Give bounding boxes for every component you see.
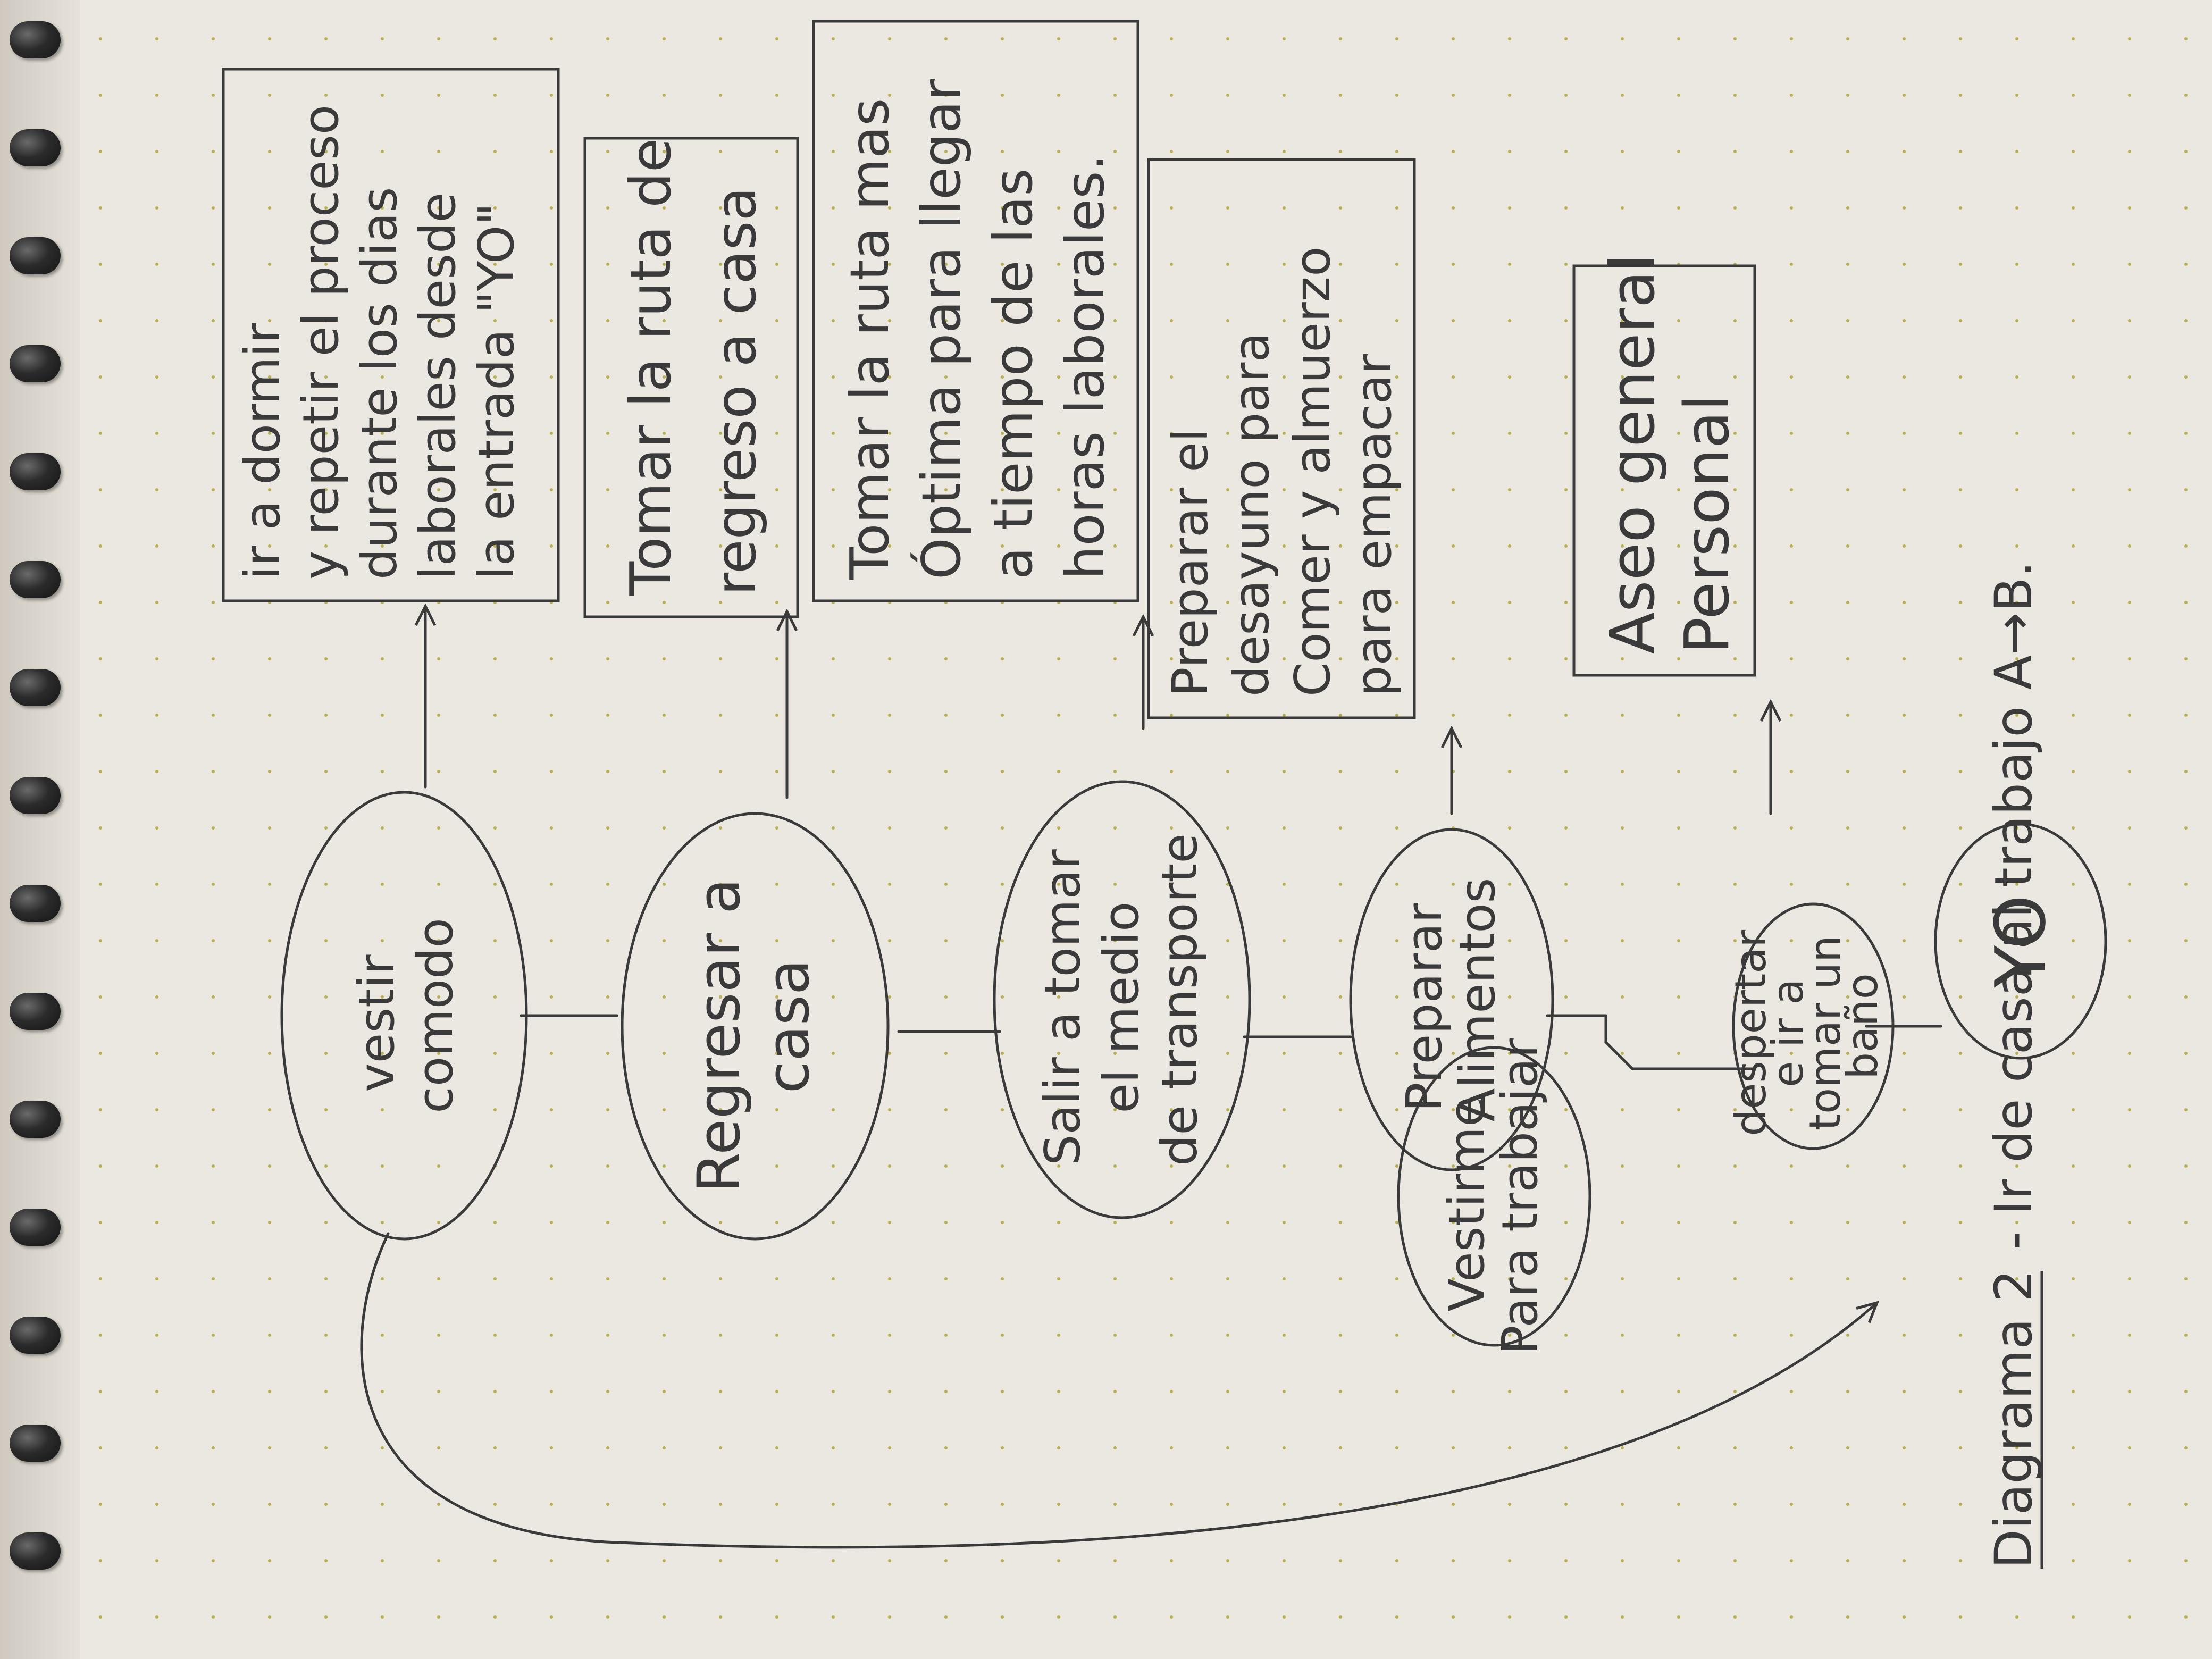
node-vestirme-line: Para trabajar <box>1492 1038 1548 1355</box>
spiral-ring <box>10 993 61 1030</box>
node-vestirme: Vestirme Para trabajar <box>1397 1038 1591 1355</box>
node-preparar-alimentos-line: Preparar <box>1396 903 1453 1112</box>
loop-arrow-to-yo <box>360 1232 1877 1549</box>
spiral-ring <box>10 345 61 382</box>
node-salir-line: el medio <box>1093 902 1150 1113</box>
node-vestir-comodo-text: vestir comodo <box>348 918 464 1113</box>
box-tomar-regreso: Tomar la ruta de regreso a casa <box>583 120 799 618</box>
box-preparar-desayuno-line: Preparar el <box>1162 429 1219 697</box>
box-aseo-line: Aseo general <box>1597 254 1669 654</box>
node-regresar-shape <box>621 812 890 1241</box>
node-regresar-line: Regresar a <box>685 878 753 1193</box>
spiral-ring <box>10 21 61 58</box>
node-vestir-comodo-line: vestir <box>348 954 405 1092</box>
node-despertar-text: despertar e ir a tomar un baño <box>1726 916 1887 1136</box>
box-ir-dormir-line: durante los dias <box>351 187 408 580</box>
node-yo-shape <box>1934 823 2107 1060</box>
spiral-ring <box>10 1317 61 1354</box>
spiral-ring <box>10 669 61 706</box>
node-despertar-line: despertar <box>1726 930 1775 1136</box>
box-ir-dormir-line: laborales desde <box>409 192 466 580</box>
box-preparar-desayuno-line: Comer y almuerzo <box>1284 247 1341 697</box>
box-tomar-regreso-line: regreso a casa <box>703 187 768 596</box>
node-yo-text: YO <box>1980 895 2061 988</box>
node-vestirme-line: Vestirme <box>1438 1096 1495 1311</box>
box-ir-dormir-line: ir a dormir <box>234 323 291 580</box>
diagram-title: Diagrama 2 - Ir de casa al trabajo A→B. <box>1984 561 2043 1569</box>
box-preparar-desayuno-shape <box>1147 158 1416 719</box>
spiral-ring <box>10 885 61 922</box>
box-tomar-ruta-text: Tomar la ruta mas Óptima para llegar a t… <box>839 62 1116 580</box>
node-regresar-line: casa <box>754 959 822 1094</box>
connector-despertar-preparar <box>1604 1014 1634 1070</box>
spiral-ring <box>10 561 61 598</box>
node-yo: YO <box>1934 823 2107 1060</box>
box-ir-dormir: ir a dormir y repetir el proceso durante… <box>222 68 560 602</box>
title-rest: - Ir de casa al trabajo A→B. <box>1984 561 2043 1250</box>
node-regresar: Regresar a casa <box>621 812 890 1241</box>
node-despertar-shape <box>1732 902 1895 1150</box>
spiral-ring <box>10 237 61 274</box>
box-tomar-regreso-shape <box>583 137 799 618</box>
diagram-canvas: Diagrama 2 - Ir de casa al trabajo A→B. <box>222 20 2107 1569</box>
box-aseo-text: Aseo general Personal <box>1597 234 1743 654</box>
box-ir-dormir-text: ir a dormir y repetir el proceso durante… <box>234 89 525 580</box>
box-preparar-desayuno-text: Preparar el desayuno para Comer y almuer… <box>1162 231 1402 697</box>
node-preparar-alimentos-line: Alimentos <box>1449 878 1506 1122</box>
spiral-ring <box>10 1209 61 1246</box>
box-tomar-ruta-shape <box>812 20 1139 602</box>
node-vestir-comodo-shape <box>280 791 528 1241</box>
spiral-ring <box>10 453 61 490</box>
title-label: Diagrama 2 <box>1984 1269 2043 1569</box>
box-tomar-regreso-line: Tomar la ruta de <box>618 138 683 596</box>
box-tomar-ruta-line: horas laborales. <box>1054 154 1116 580</box>
box-tomar-ruta-line: Óptima para llegar <box>910 79 973 580</box>
box-preparar-desayuno-line: desayuno para <box>1223 332 1280 697</box>
box-preparar-desayuno: Preparar el desayuno para Comer y almuer… <box>1147 158 1416 719</box>
box-tomar-ruta-line: a tiempo de las <box>982 169 1044 580</box>
node-vestirme-shape <box>1397 1046 1591 1347</box>
node-vestirme-text: Vestirme Para trabajar <box>1438 1038 1548 1355</box>
box-aseo: Aseo general Personal <box>1572 234 1756 677</box>
node-despertar-line: baño <box>1838 973 1887 1079</box>
box-tomar-ruta: Tomar la ruta mas Óptima para llegar a t… <box>812 20 1139 602</box>
node-despertar-line: tomar un <box>1800 935 1850 1130</box>
node-preparar-alimentos: Preparar Alimentos <box>1349 828 1554 1171</box>
node-salir-shape <box>993 780 1251 1219</box>
node-despertar-line: e ir a <box>1763 979 1813 1087</box>
connectors <box>360 606 1942 1549</box>
node-despertar: despertar e ir a tomar un baño <box>1726 902 1895 1150</box>
diagram: Diagrama 2 - Ir de casa al trabajo A→B. <box>85 5 2159 1601</box>
spiral-binding <box>0 0 80 1659</box>
spiral-ring <box>10 129 61 166</box>
node-preparar-alimentos-shape <box>1349 828 1554 1171</box>
spiral-ring <box>10 1101 61 1138</box>
node-preparar-alimentos-text: Preparar Alimentos <box>1396 878 1506 1122</box>
node-vestir-comodo: vestir comodo <box>280 791 528 1241</box>
box-tomar-regreso-text: Tomar la ruta de regreso a casa <box>618 120 768 596</box>
node-salir-text: Salir a tomar el medio de transporte <box>1034 833 1208 1166</box>
box-tomar-ruta-line: Tomar la ruta mas <box>839 98 901 580</box>
node-salir-line: de transporte <box>1151 833 1208 1166</box>
spiral-ring <box>10 1425 61 1462</box>
box-aseo-line: Personal <box>1672 394 1743 654</box>
spiral-ring <box>10 777 61 814</box>
box-ir-dormir-line: la entrada "YO" <box>468 203 525 580</box>
node-salir: Salir a tomar el medio de transporte <box>993 780 1251 1219</box>
node-vestir-comodo-line: comodo <box>407 918 464 1113</box>
spiral-ring <box>10 1532 61 1570</box>
box-aseo-shape <box>1572 264 1756 677</box>
node-yo-line: YO <box>1980 895 2061 988</box>
box-ir-dormir-line: y repetir el proceso <box>292 105 349 580</box>
node-salir-line: Salir a tomar <box>1034 849 1091 1166</box>
node-regresar-text: Regresar a casa <box>685 860 822 1193</box>
box-ir-dormir-shape <box>222 68 560 602</box>
box-preparar-desayuno-line: para empacar <box>1345 354 1402 697</box>
